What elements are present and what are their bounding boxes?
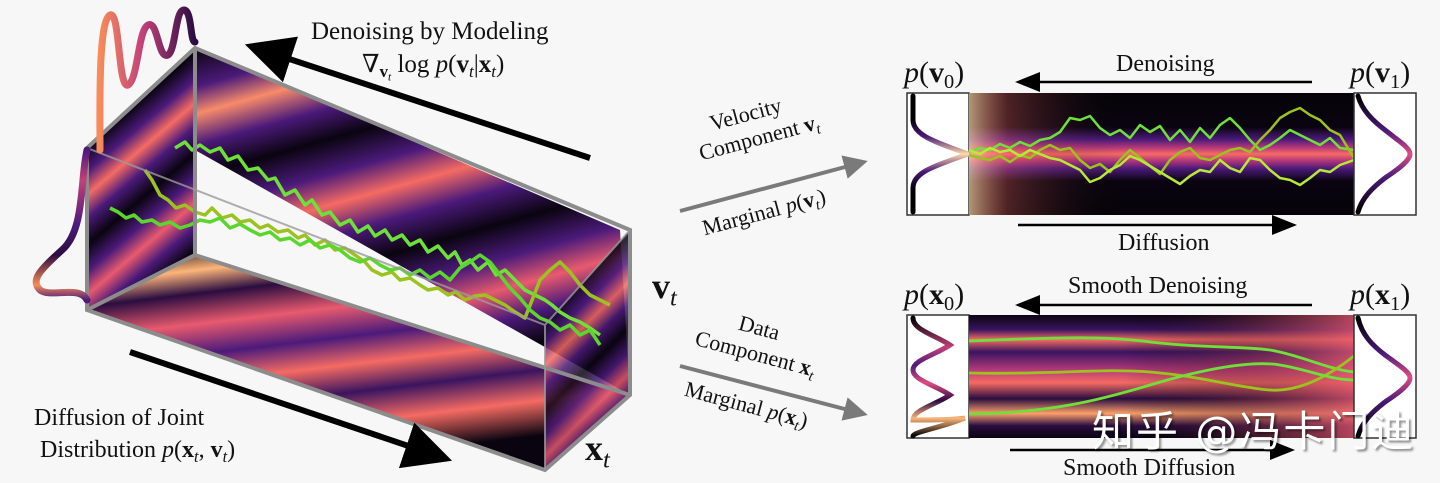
right-face-heatmap	[545, 230, 630, 470]
p-v1-label: p(v1)	[1350, 56, 1411, 94]
left-face-heatmap	[87, 48, 195, 310]
x-trajectory-3	[968, 362, 1355, 416]
joint-distribution-3d-box	[32, 6, 632, 473]
denoising-by-modeling-label: Denoising by Modeling	[311, 18, 549, 45]
smooth-diffusion-label: Smooth Diffusion	[1063, 455, 1236, 481]
p-x0-curve	[910, 315, 966, 439]
score-formula: ∇vt log p(vt|xt)	[362, 51, 505, 84]
v-trajectory-3	[968, 146, 1355, 187]
v-trajectory-1	[968, 114, 1355, 154]
diffusion-joint-arrow	[129, 349, 453, 469]
x-trajectory-1	[968, 336, 1355, 374]
marginal-v-curve-top	[96, 6, 199, 154]
velocity-component-arrow	[679, 155, 868, 213]
marginal-x-curve-left	[32, 146, 91, 304]
v-trajectory-2	[968, 106, 1356, 176]
denoising-by-modeling-arrow	[244, 36, 591, 161]
velocity-diffusion-panel	[906, 72, 1417, 235]
trajectory-1	[174, 140, 602, 337]
p-x1-curve	[1355, 315, 1413, 439]
p-x1-label: p(x1)	[1350, 278, 1411, 316]
floor-heatmap	[87, 255, 630, 470]
axis-x-label: xt	[585, 428, 610, 474]
data-component-arrow	[679, 364, 868, 421]
diffusion-label: Diffusion	[1118, 230, 1210, 256]
smooth-denoising-label: Smooth Denoising	[1068, 273, 1248, 299]
x-trajectory-2	[968, 354, 1355, 392]
p-v0-label: p(v0)	[904, 56, 965, 94]
p-v0-box	[906, 92, 970, 216]
joint-distribution-label: Distribution p(xt, vt)	[40, 437, 236, 466]
p-v1-curve	[1355, 93, 1413, 215]
p-x0-label: p(x0)	[904, 278, 965, 316]
trajectory-3	[109, 206, 602, 346]
denoising-label: Denoising	[1116, 51, 1215, 77]
box-frame	[85, 45, 632, 473]
p-v0-curve	[910, 93, 976, 215]
axis-v-label: vt	[652, 266, 677, 312]
diffusion-of-joint-label: Diffusion of Joint	[34, 405, 205, 431]
zhihu-watermark: 知乎 @冯卡门迪	[1092, 407, 1416, 456]
data-diffusion-panel	[906, 295, 1417, 460]
back-wall-heatmap	[195, 48, 630, 395]
